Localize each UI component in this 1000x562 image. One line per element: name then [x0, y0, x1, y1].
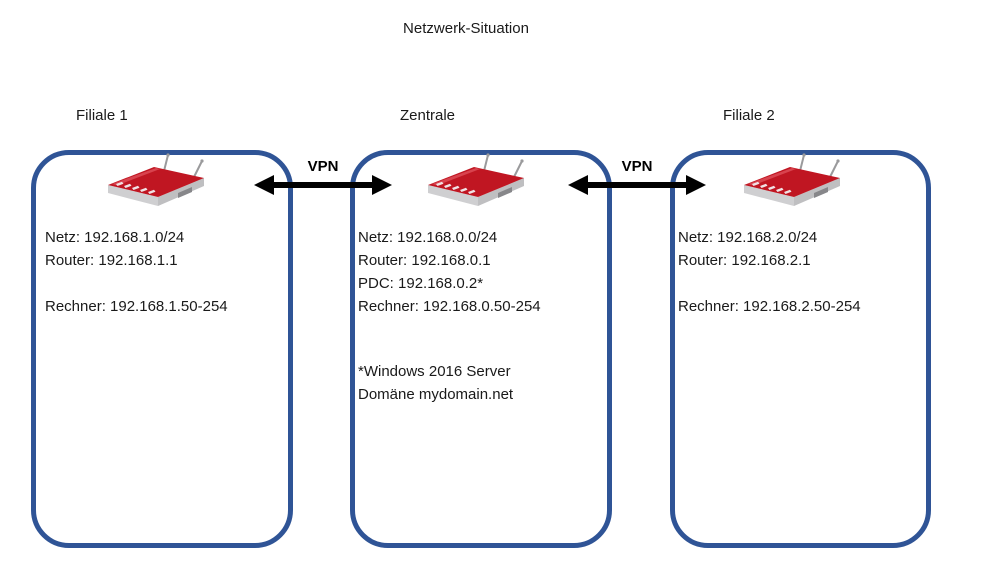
footnote-line: *Windows 2016 Server [358, 363, 511, 380]
diagram-title: Netzwerk-Situation [403, 20, 529, 37]
detail-line: Rechner: 192.168.0.50-254 [358, 298, 541, 315]
node-box-filiale2 [670, 150, 931, 548]
node-label-zentrale: Zentrale [400, 107, 456, 124]
footnote-line: Domäne mydomain.net [358, 386, 514, 403]
zentrale-footnote: *Windows 2016 Server Domäne mydomain.net [358, 360, 513, 406]
detail-line: Rechner: 192.168.1.50-254 [45, 298, 228, 315]
node-label-filiale1: Filiale 1 [76, 107, 128, 124]
vpn-label-2: VPN [621, 158, 653, 175]
detail-line [678, 272, 861, 295]
detail-line: Router: 192.168.2.1 [678, 252, 811, 269]
node-details-filiale1: Netz: 192.168.1.0/24 Router: 192.168.1.1… [45, 226, 228, 318]
vpn-arrow-2 [568, 175, 706, 195]
detail-line: Netz: 192.168.2.0/24 [678, 229, 818, 246]
fritzbox-router-icon-filiale1 [108, 153, 204, 206]
vpn-label-1: VPN [307, 158, 339, 175]
detail-line: Router: 192.168.1.1 [45, 252, 178, 269]
node-label-filiale2: Filiale 2 [723, 107, 775, 124]
detail-line: Rechner: 192.168.2.50-254 [678, 298, 861, 315]
node-box-zentrale [350, 150, 612, 548]
detail-line: Netz: 192.168.1.0/24 [45, 229, 185, 246]
fritzbox-router-icon-zentrale [428, 153, 524, 206]
node-details-zentrale: Netz: 192.168.0.0/24 Router: 192.168.0.1… [358, 226, 541, 318]
detail-line: Router: 192.168.0.1 [358, 252, 491, 269]
node-box-filiale1 [31, 150, 293, 548]
node-details-filiale2: Netz: 192.168.2.0/24 Router: 192.168.2.1… [678, 226, 861, 318]
fritzbox-router-icon-filiale2 [744, 153, 840, 206]
vpn-arrow-1 [254, 175, 392, 195]
detail-line [45, 272, 228, 295]
detail-line: PDC: 192.168.0.2* [358, 275, 484, 292]
detail-line: Netz: 192.168.0.0/24 [358, 229, 498, 246]
